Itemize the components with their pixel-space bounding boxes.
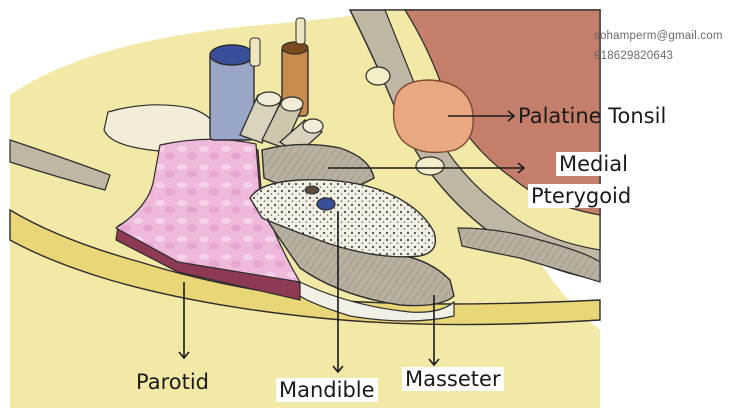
label-medial-pterygoid-line2: Pterygoid bbox=[528, 184, 634, 208]
nerve-small bbox=[250, 38, 260, 66]
label-medial-pterygoid-line1: Medial bbox=[556, 152, 631, 176]
tonsil-gland bbox=[366, 67, 390, 85]
contact-email: sohamperm@gmail.com bbox=[594, 30, 723, 42]
label-masseter: Masseter bbox=[402, 367, 504, 391]
inferior-alveolar-vessel bbox=[317, 198, 335, 210]
label-parotid: Parotid bbox=[136, 370, 209, 394]
label-palatine-tonsil: Palatine Tonsil bbox=[518, 104, 666, 128]
nerve-small-2 bbox=[296, 18, 305, 44]
inferior-alveolar-nerve bbox=[305, 186, 319, 194]
vein-lumen bbox=[210, 45, 254, 65]
lymph-node bbox=[416, 157, 444, 175]
contact-phone: 918629820643 bbox=[594, 50, 673, 62]
label-mandible: Mandible bbox=[276, 378, 378, 402]
